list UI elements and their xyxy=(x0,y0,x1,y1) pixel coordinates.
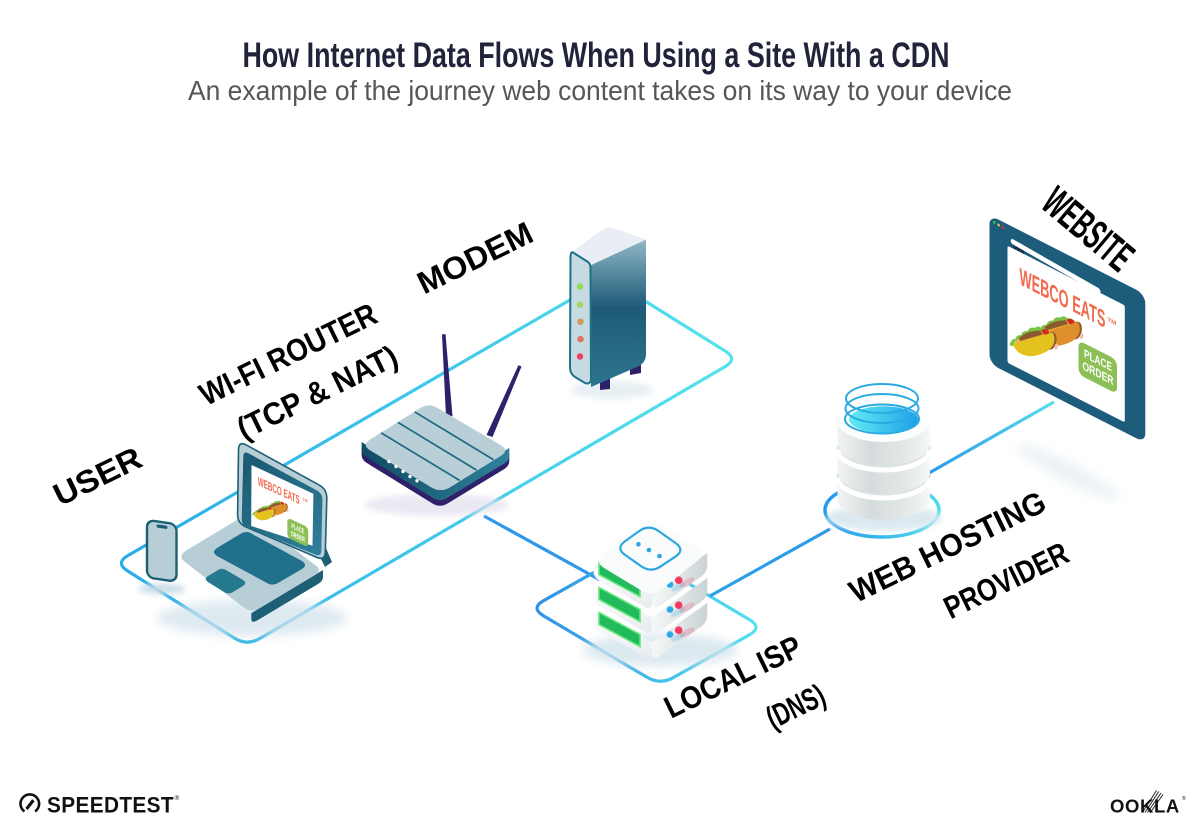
svg-text:®: ® xyxy=(175,794,180,802)
svg-text:MODEM: MODEM xyxy=(411,214,538,301)
svg-text:An example of the journey web: An example of the journey web content ta… xyxy=(188,75,1012,106)
svg-text:SPEEDTEST: SPEEDTEST xyxy=(47,793,174,818)
svg-text:®: ® xyxy=(1182,795,1186,802)
svg-text:OOKLA: OOKLA xyxy=(1110,796,1180,817)
svg-text:TM: TM xyxy=(1108,316,1117,327)
svg-text:TM: TM xyxy=(303,497,308,503)
svg-text:WWW: WWW xyxy=(1013,245,1024,256)
svg-text:How Internet Data Flows When U: How Internet Data Flows When Using a Sit… xyxy=(243,36,950,75)
svg-text:USER: USER xyxy=(47,439,147,513)
svg-text:(DNS): (DNS) xyxy=(760,677,831,736)
